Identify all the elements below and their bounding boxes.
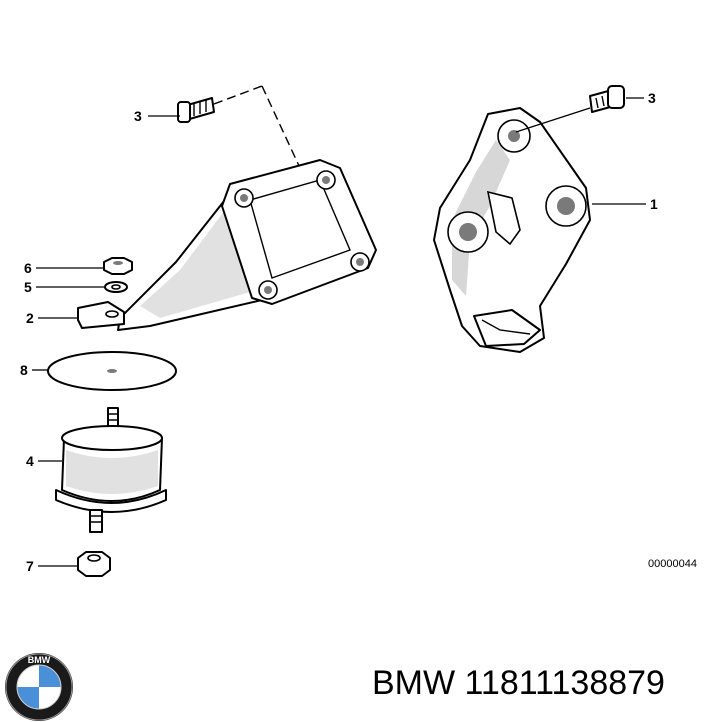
bolt-right <box>589 85 625 113</box>
engine-carrier <box>433 107 591 353</box>
part-number-label: BMW 11811138879 <box>372 664 665 702</box>
callout-2: 2 <box>26 310 34 326</box>
callout-3-right: 3 <box>648 90 656 106</box>
nut-upper <box>103 257 133 275</box>
rubber-mount <box>55 407 167 533</box>
callout-7: 7 <box>26 558 34 574</box>
callout-3-left: 3 <box>134 108 142 124</box>
callout-6: 6 <box>24 260 32 276</box>
callout-8: 8 <box>20 362 28 378</box>
bmw-logo-text: BMW <box>28 655 51 665</box>
diagram-reference-code: 00000044 <box>648 558 697 570</box>
callout-5: 5 <box>24 279 32 295</box>
washer <box>104 281 128 293</box>
bolt-left <box>177 97 215 123</box>
heat-shield-disc <box>47 351 177 391</box>
bmw-logo: BMW <box>5 653 73 721</box>
callout-4: 4 <box>26 453 34 469</box>
leader-lines <box>32 97 646 567</box>
engine-bracket <box>77 159 377 331</box>
callout-1: 1 <box>650 196 658 212</box>
nut-lower <box>77 551 111 577</box>
